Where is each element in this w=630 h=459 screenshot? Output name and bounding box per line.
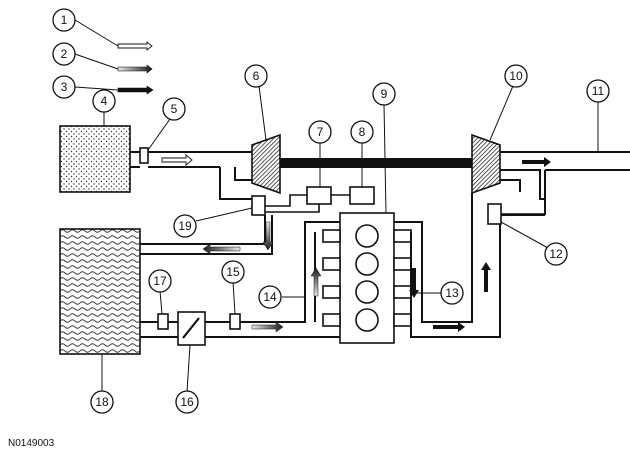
svg-text:16: 16 <box>180 395 194 409</box>
svg-text:12: 12 <box>549 247 563 261</box>
legend-mixed-gas <box>74 53 153 74</box>
callout-5: 5 <box>162 97 186 121</box>
legend-mixed-gas-arrow <box>117 64 153 74</box>
svg-text:18: 18 <box>95 395 109 409</box>
compressor-icon <box>251 133 281 195</box>
figure-id: N0149003 <box>8 438 55 449</box>
exhaust-manifold-pipe <box>394 193 501 338</box>
svg-text:15: 15 <box>226 265 240 279</box>
callout-19: 19 <box>173 214 197 238</box>
svg-text:11: 11 <box>592 84 605 98</box>
callout-13: 13 <box>440 281 464 305</box>
callout-14: 14 <box>258 285 282 309</box>
turbine-icon <box>471 133 501 195</box>
callout-6: 6 <box>244 64 268 88</box>
cooled-air-arrow <box>251 321 284 333</box>
intercooler-icon <box>59 228 141 355</box>
exhaust-outlet-arrow <box>522 157 551 167</box>
intake-pipe <box>130 151 252 200</box>
svg-text:8: 8 <box>359 125 366 139</box>
boost-control-solenoid <box>306 186 332 205</box>
throttle-body-icon <box>177 311 206 346</box>
callout-4: 4 <box>92 89 116 113</box>
svg-text:2: 2 <box>61 47 68 61</box>
callout-9: 9 <box>372 82 396 106</box>
callout-1: 1 <box>52 8 76 32</box>
air-filter-icon <box>59 125 131 193</box>
callout-15: 15 <box>221 260 245 284</box>
charge-air-left-arrow <box>202 243 241 255</box>
legend-exhaust <box>74 85 154 95</box>
svg-text:4: 4 <box>101 94 108 108</box>
svg-text:7: 7 <box>317 125 324 139</box>
svg-text:9: 9 <box>381 87 388 101</box>
mass-air-flow-sensor <box>139 147 149 164</box>
callout-7: 7 <box>308 120 332 144</box>
svg-text:13: 13 <box>445 286 459 300</box>
exhaust-outlet-pipe <box>500 151 630 216</box>
manifold-pressure-sensor <box>229 313 241 330</box>
callout-3: 3 <box>52 75 76 99</box>
boost-pressure-sensor <box>349 186 375 205</box>
solid-arrow-icon <box>117 85 154 95</box>
callout-2: 2 <box>52 42 76 66</box>
turbo-shaft <box>280 158 472 168</box>
legend-exhaust-arrow <box>117 85 154 95</box>
svg-text:19: 19 <box>178 219 192 233</box>
callout-8: 8 <box>350 120 374 144</box>
hollow-arrow-icon <box>117 41 153 51</box>
svg-text:1: 1 <box>61 13 68 27</box>
svg-text:17: 17 <box>153 274 167 288</box>
callout-leaders <box>101 85 599 393</box>
svg-text:5: 5 <box>171 102 178 116</box>
legend <box>74 19 154 95</box>
callout-12: 12 <box>544 242 568 266</box>
fresh-air-flow-arrow <box>161 154 193 166</box>
callout-17: 17 <box>148 269 172 293</box>
intake-manifold-arrow <box>310 267 322 297</box>
wastegate-valve <box>487 203 502 225</box>
callout-11: 11 <box>586 79 610 103</box>
svg-text:3: 3 <box>61 80 68 94</box>
svg-text:14: 14 <box>263 290 277 304</box>
svg-text:10: 10 <box>509 69 523 83</box>
exhaust-to-turbine-arrow <box>433 322 465 332</box>
legend-fresh-air <box>74 19 153 51</box>
callout-10: 10 <box>504 64 528 88</box>
callout-16: 16 <box>175 390 199 414</box>
callout-18: 18 <box>90 390 114 414</box>
charge-air-down-arrow <box>262 221 274 251</box>
legend-fresh-air-arrow <box>117 41 153 51</box>
svg-text:6: 6 <box>253 69 260 83</box>
charge-air-temp-sensor <box>157 313 169 330</box>
engine-block-icon <box>322 212 412 344</box>
exhaust-manifold-down-arrow <box>409 268 419 298</box>
bypass-valve <box>251 195 266 216</box>
exhaust-up-arrow <box>481 262 491 292</box>
callouts: 1 2 3 4 5 6 7 8 9 10 11 12 13 14 15 16 1… <box>52 8 610 414</box>
gradient-arrow-icon <box>117 64 153 74</box>
cooled-air-pipe <box>140 321 240 338</box>
